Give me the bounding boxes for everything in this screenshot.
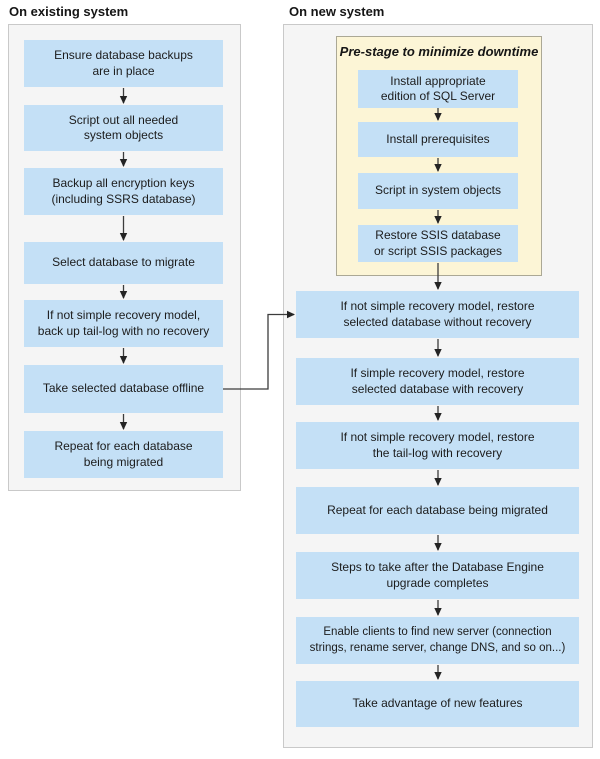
existing-system-title: On existing system (9, 4, 129, 19)
step-script-out-system-objects: Script out all needed system objects (24, 105, 223, 151)
step-install-sql-server: Install appropriate edition of SQL Serve… (358, 70, 518, 108)
step-restore-tail-log: If not simple recovery model, restore th… (296, 422, 579, 469)
step-ensure-backups: Ensure database backups are in place (24, 40, 223, 87)
step-backup-encryption-keys: Backup all encryption keys (including SS… (24, 168, 223, 215)
step-select-database: Select database to migrate (24, 242, 223, 284)
step-backup-tail-log: If not simple recovery model, back up ta… (24, 300, 223, 347)
step-install-prerequisites: Install prerequisites (358, 122, 518, 157)
step-repeat-each-database: Repeat for each database being migrated (24, 431, 223, 478)
step-restore-without-recovery: If not simple recovery model, restore se… (296, 291, 579, 338)
new-system-title: On new system (289, 4, 385, 19)
step-new-features: Take advantage of new features (296, 681, 579, 727)
step-post-upgrade: Steps to take after the Database Engine … (296, 552, 579, 599)
step-restore-with-recovery: If simple recovery model, restore select… (296, 358, 579, 405)
prestage-title: Pre-stage to minimize downtime (339, 44, 539, 59)
step-repeat-migrated: Repeat for each database being migrated (296, 487, 579, 534)
step-enable-clients: Enable clients to find new server (conne… (296, 617, 579, 664)
step-take-database-offline: Take selected database offline (24, 365, 223, 413)
step-script-in-system-objects: Script in system objects (358, 173, 518, 209)
step-restore-ssis: Restore SSIS database or script SSIS pac… (358, 225, 518, 262)
